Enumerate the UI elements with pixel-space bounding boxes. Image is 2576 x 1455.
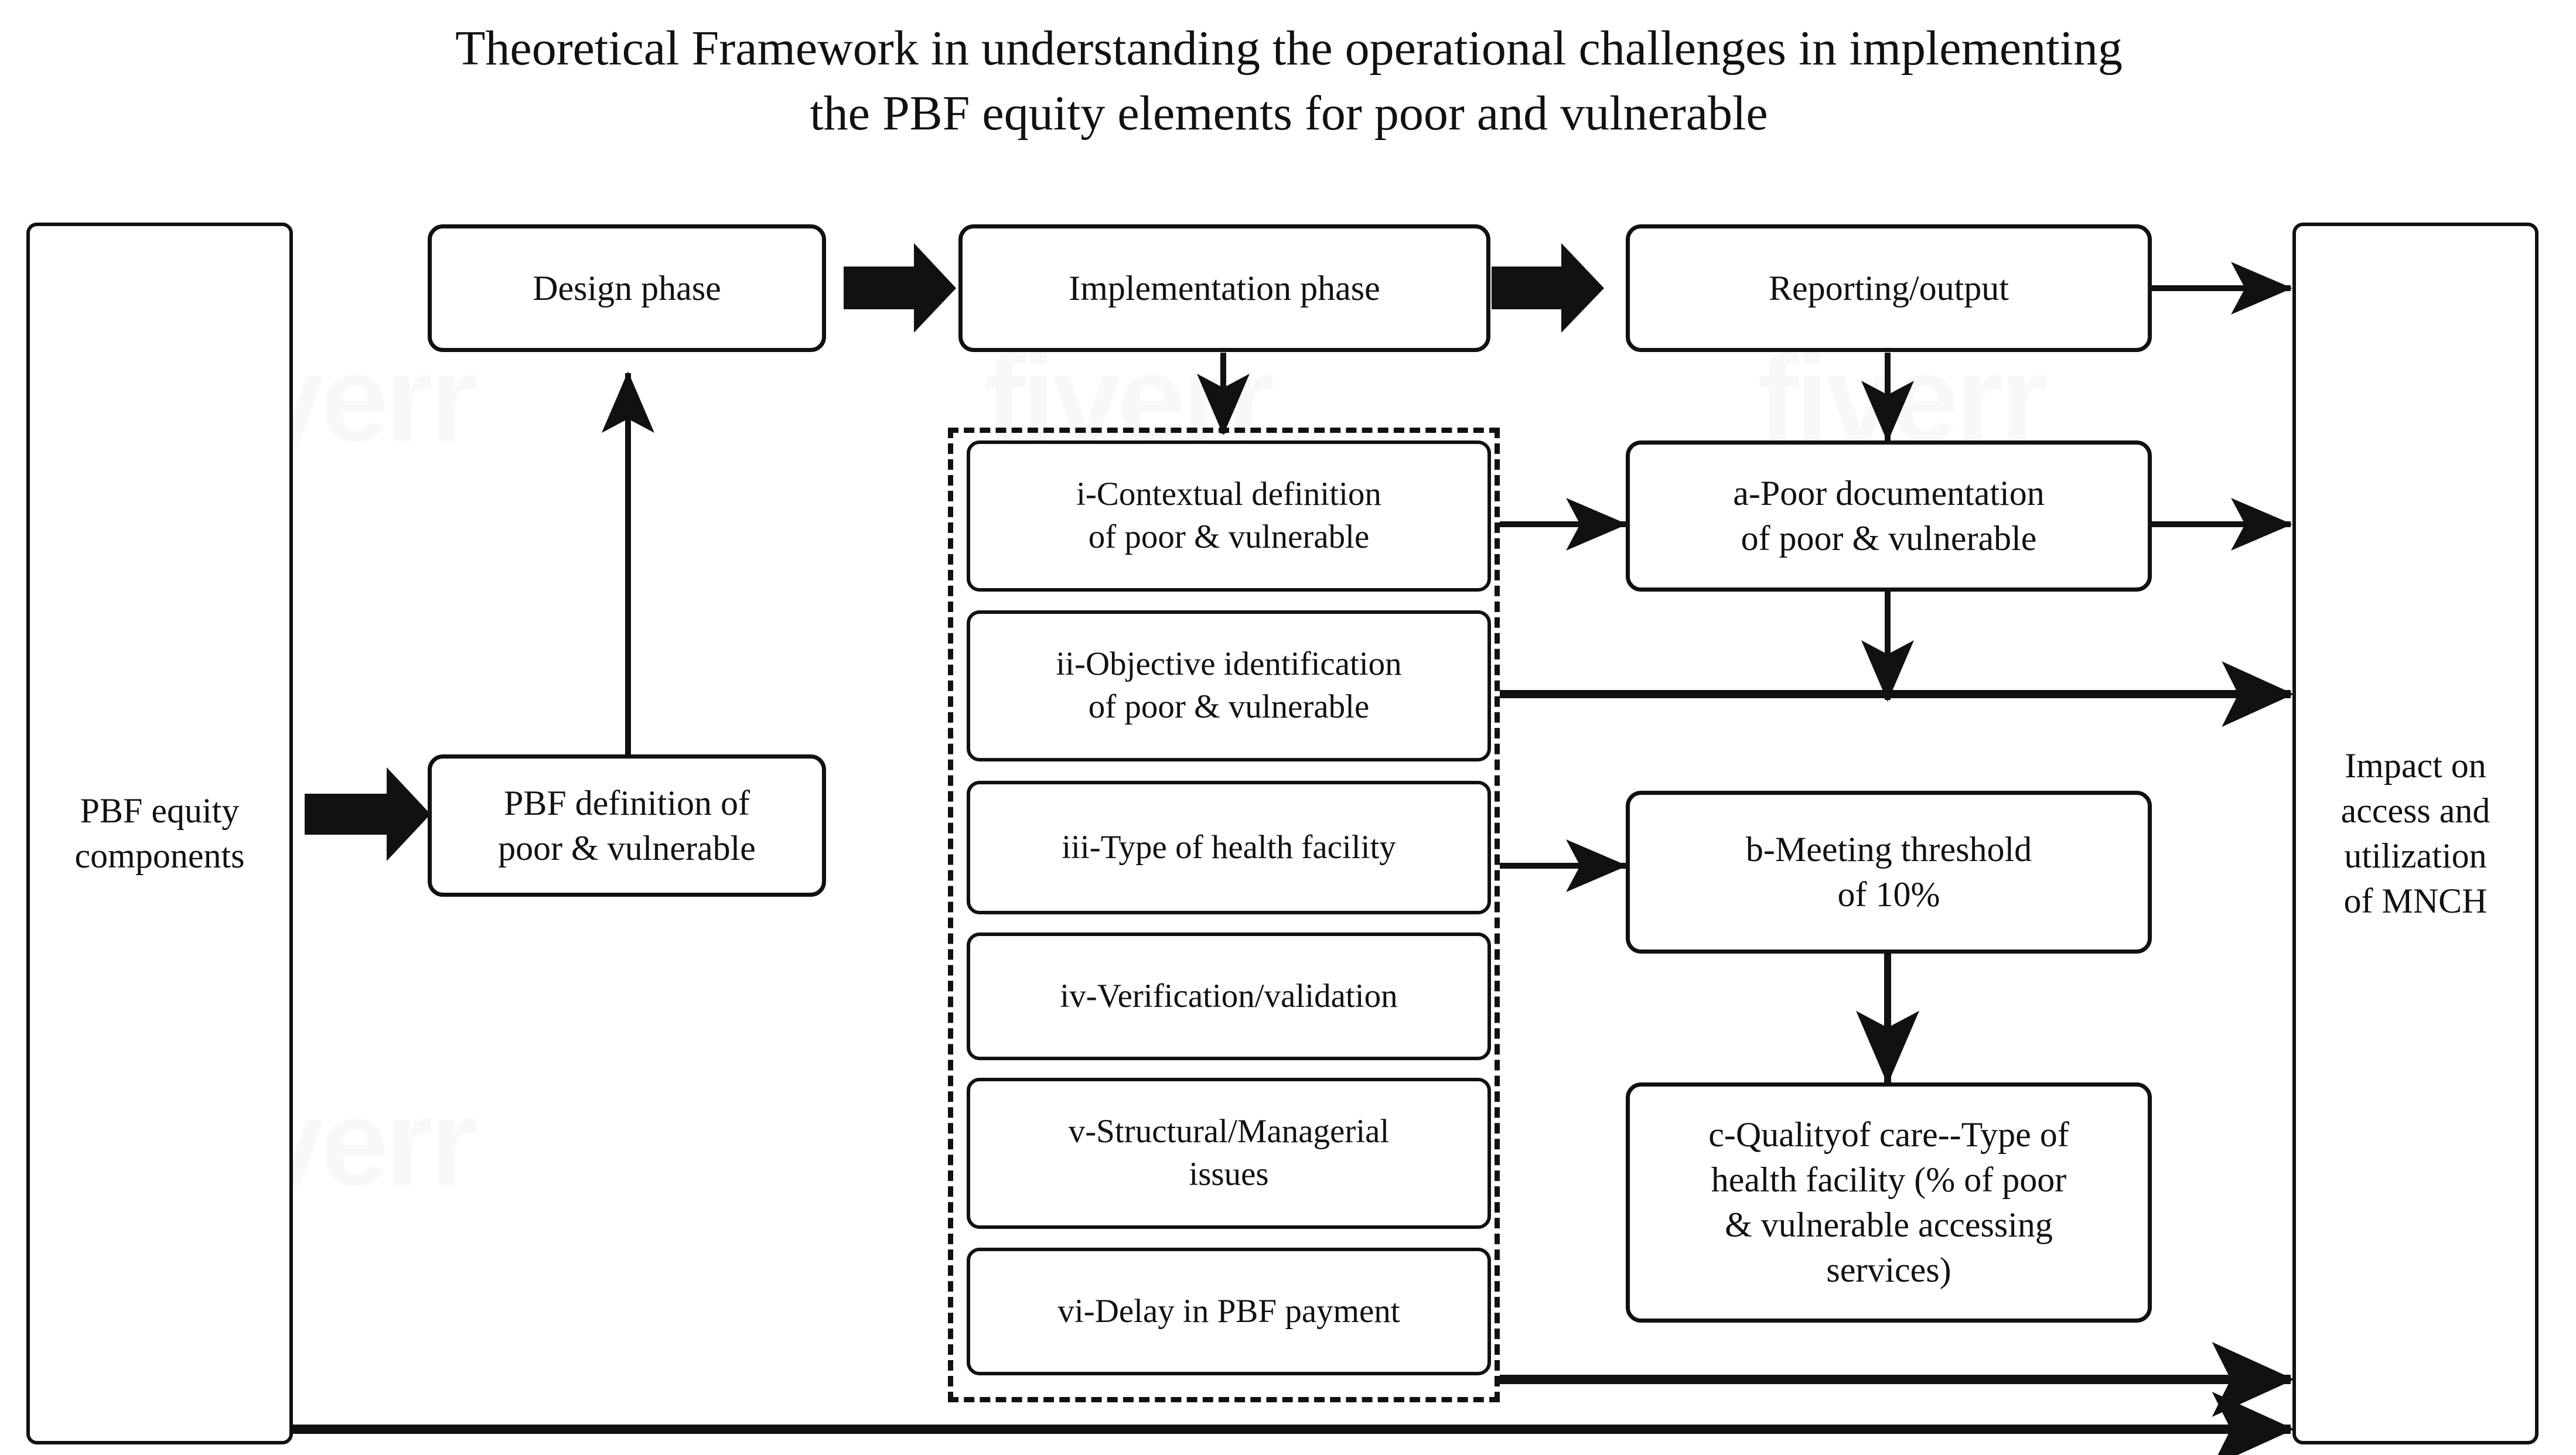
figure-title: Theoretical Framework in understanding t… bbox=[455, 21, 2123, 141]
node-impact-access-utilization[interactable]: Impact on access and utilization of MNCH bbox=[2292, 223, 2539, 1444]
block-arrow-implementation-to-reporting bbox=[1492, 243, 1604, 333]
node-pbf-equity-components[interactable]: PBF equity components bbox=[26, 223, 293, 1444]
node-item-a[interactable]: a-Poor documentation of poor & vulnerabl… bbox=[1626, 440, 2152, 592]
node-item-b[interactable]: b-Meeting threshold of 10% bbox=[1626, 791, 2152, 954]
node-reporting-output[interactable]: Reporting/output bbox=[1626, 224, 2152, 352]
node-item-iv[interactable]: iv-Verification/validation bbox=[967, 933, 1491, 1060]
node-item-vi[interactable]: vi-Delay in PBF payment bbox=[967, 1248, 1491, 1375]
node-implementation-phase[interactable]: Implementation phase bbox=[958, 224, 1490, 352]
node-item-v[interactable]: v-Structural/Managerial issues bbox=[967, 1078, 1491, 1229]
block-arrow-equity-to-definition bbox=[305, 767, 431, 861]
node-item-c[interactable]: c-Qualityof care--Type of health facilit… bbox=[1626, 1082, 2152, 1323]
node-item-ii[interactable]: ii-Objective identification of poor & vu… bbox=[967, 610, 1491, 761]
node-item-i[interactable]: i-Contextual definition of poor & vulner… bbox=[967, 440, 1491, 592]
node-design-phase[interactable]: Design phase bbox=[428, 224, 826, 352]
node-item-iii[interactable]: iii-Type of health facility bbox=[967, 781, 1491, 914]
node-pbf-definition[interactable]: PBF definition of poor & vulnerable bbox=[428, 754, 826, 897]
block-arrow-design-to-implementation bbox=[844, 243, 956, 333]
